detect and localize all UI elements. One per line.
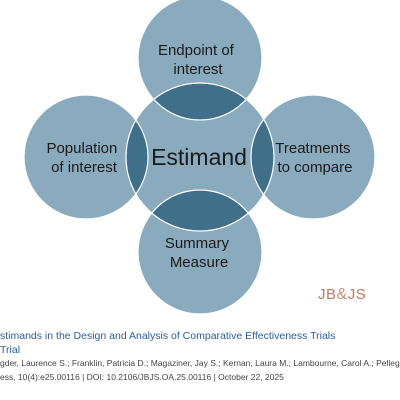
population-label-line2: of interest (51, 159, 118, 176)
population-circle (24, 95, 148, 219)
estimand-center-label: Estimand (151, 144, 247, 170)
logo-amp: & (336, 286, 348, 303)
endpoint-label-line2: interest (173, 61, 223, 78)
treatments-label: Treatments to compare (275, 140, 354, 176)
logo-left: JB (318, 286, 337, 303)
estimand-venn-diagram: Endpoint of interest Population of inter… (23, 0, 376, 315)
treatments-circle (251, 95, 375, 219)
population-label: Population of interest (46, 140, 121, 176)
article-title[interactable]: stimands in the Design and Analysis of C… (0, 330, 336, 342)
article-citation: ess, 10(4):e25.00116 | DOI: 10.2106/JBJS… (0, 372, 284, 382)
treatments-label-line2: to compare (277, 159, 352, 176)
overlap-summary (138, 190, 262, 231)
endpoint-label: Endpoint of interest (158, 42, 238, 78)
summary-label-line2: Measure (170, 254, 228, 271)
estimand-center-circle (126, 83, 274, 231)
jbjs-logo: JB&JS (318, 286, 366, 304)
article-authors: gder, Laurence S.; Franklin, Patricia D.… (0, 358, 400, 368)
summary-label: Summary Measure (165, 235, 233, 271)
treatments-label-line1: Treatments (275, 140, 350, 157)
logo-right: JS (347, 286, 367, 303)
endpoint-label-line1: Endpoint of (158, 42, 235, 59)
summary-label-line1: Summary (165, 235, 230, 252)
article-subtitle[interactable]: Trial (0, 344, 21, 356)
population-label-line1: Population (46, 140, 117, 157)
